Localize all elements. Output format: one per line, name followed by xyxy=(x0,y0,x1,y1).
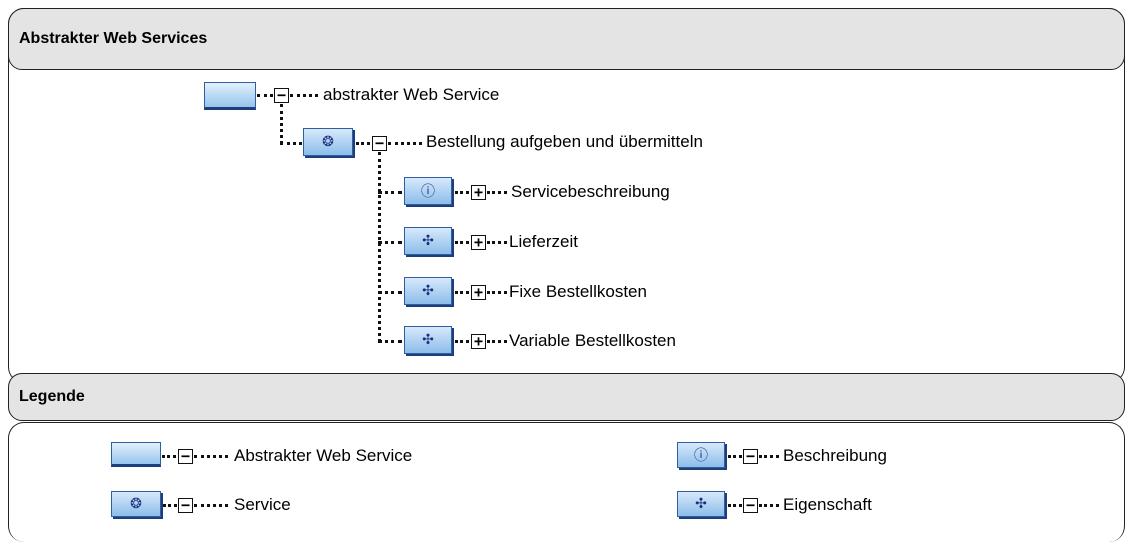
child-label-4: Variable Bestellkosten xyxy=(509,331,676,350)
service-icon: ❂ xyxy=(130,496,142,512)
child-node-1[interactable]: ⓘ xyxy=(404,177,452,205)
info-icon: ⓘ xyxy=(421,184,435,200)
legend-toggle-1: − xyxy=(178,449,193,464)
connector xyxy=(487,191,507,194)
service-icon: ❂ xyxy=(322,134,334,150)
legend-description-node: ⓘ xyxy=(677,442,725,468)
connector xyxy=(290,94,318,97)
legend-section-title: Legende xyxy=(19,388,85,405)
connector xyxy=(378,191,402,194)
connector xyxy=(163,504,177,507)
connector xyxy=(378,152,381,342)
connector xyxy=(759,504,779,507)
connector xyxy=(455,241,469,244)
connector xyxy=(759,455,779,458)
legend-panel xyxy=(8,422,1125,542)
service-label: Bestellung aufgeben und übermitteln xyxy=(426,132,703,151)
legend-label-1: Abstrakter Web Service xyxy=(234,446,413,465)
property-icon: ✣ xyxy=(422,332,434,348)
legend-label-4: Eigenschaft xyxy=(783,495,872,514)
collapse-toggle-service[interactable]: − xyxy=(372,136,387,151)
main-section-title: Abstrakter Web Services xyxy=(19,30,208,47)
connector xyxy=(378,340,402,343)
connector xyxy=(257,94,273,97)
legend-toggle-2: − xyxy=(178,498,193,513)
service-node[interactable]: ❂ xyxy=(303,128,353,156)
connector xyxy=(356,142,370,145)
legend-service-node: ❂ xyxy=(111,491,161,517)
legend-section-header: Legende xyxy=(8,373,1125,421)
main-panel xyxy=(8,8,1125,383)
connector xyxy=(280,104,283,144)
connector xyxy=(487,241,507,244)
connector xyxy=(194,504,228,507)
connector xyxy=(162,455,176,458)
legend-toggle-4: − xyxy=(743,498,758,513)
expand-toggle-3[interactable]: + xyxy=(471,285,486,300)
connector xyxy=(487,340,507,343)
connector xyxy=(378,291,402,294)
child-label-1: Servicebeschreibung xyxy=(511,182,670,201)
connector xyxy=(378,241,402,244)
connector xyxy=(487,291,507,294)
legend-toggle-3: − xyxy=(743,449,758,464)
legend-label-3: Beschreibung xyxy=(783,446,887,465)
connector xyxy=(280,142,302,145)
child-label-2: Lieferzeit xyxy=(509,232,578,251)
connector xyxy=(455,191,469,194)
child-node-4[interactable]: ✣ xyxy=(404,326,452,354)
property-icon: ✣ xyxy=(422,283,434,299)
main-section-header: Abstrakter Web Services xyxy=(8,8,1125,70)
connector xyxy=(388,142,422,145)
property-icon: ✣ xyxy=(695,496,707,512)
connector xyxy=(728,455,742,458)
connector xyxy=(455,291,469,294)
collapse-toggle-root[interactable]: − xyxy=(274,88,289,103)
legend-label-2: Service xyxy=(234,495,291,514)
child-label-3: Fixe Bestellkosten xyxy=(509,282,647,301)
expand-toggle-4[interactable]: + xyxy=(471,334,486,349)
child-node-2[interactable]: ✣ xyxy=(404,227,452,255)
property-icon: ✣ xyxy=(422,233,434,249)
legend-abstract-web-service-node xyxy=(111,442,161,467)
legend-property-node: ✣ xyxy=(677,491,725,517)
connector xyxy=(728,504,742,507)
root-label: abstrakter Web Service xyxy=(323,85,500,104)
expand-toggle-1[interactable]: + xyxy=(471,185,486,200)
abstract-web-service-node[interactable] xyxy=(204,82,256,110)
child-node-3[interactable]: ✣ xyxy=(404,277,452,305)
expand-toggle-2[interactable]: + xyxy=(471,235,486,250)
info-icon: ⓘ xyxy=(694,448,708,464)
connector xyxy=(194,455,228,458)
connector xyxy=(455,340,469,343)
